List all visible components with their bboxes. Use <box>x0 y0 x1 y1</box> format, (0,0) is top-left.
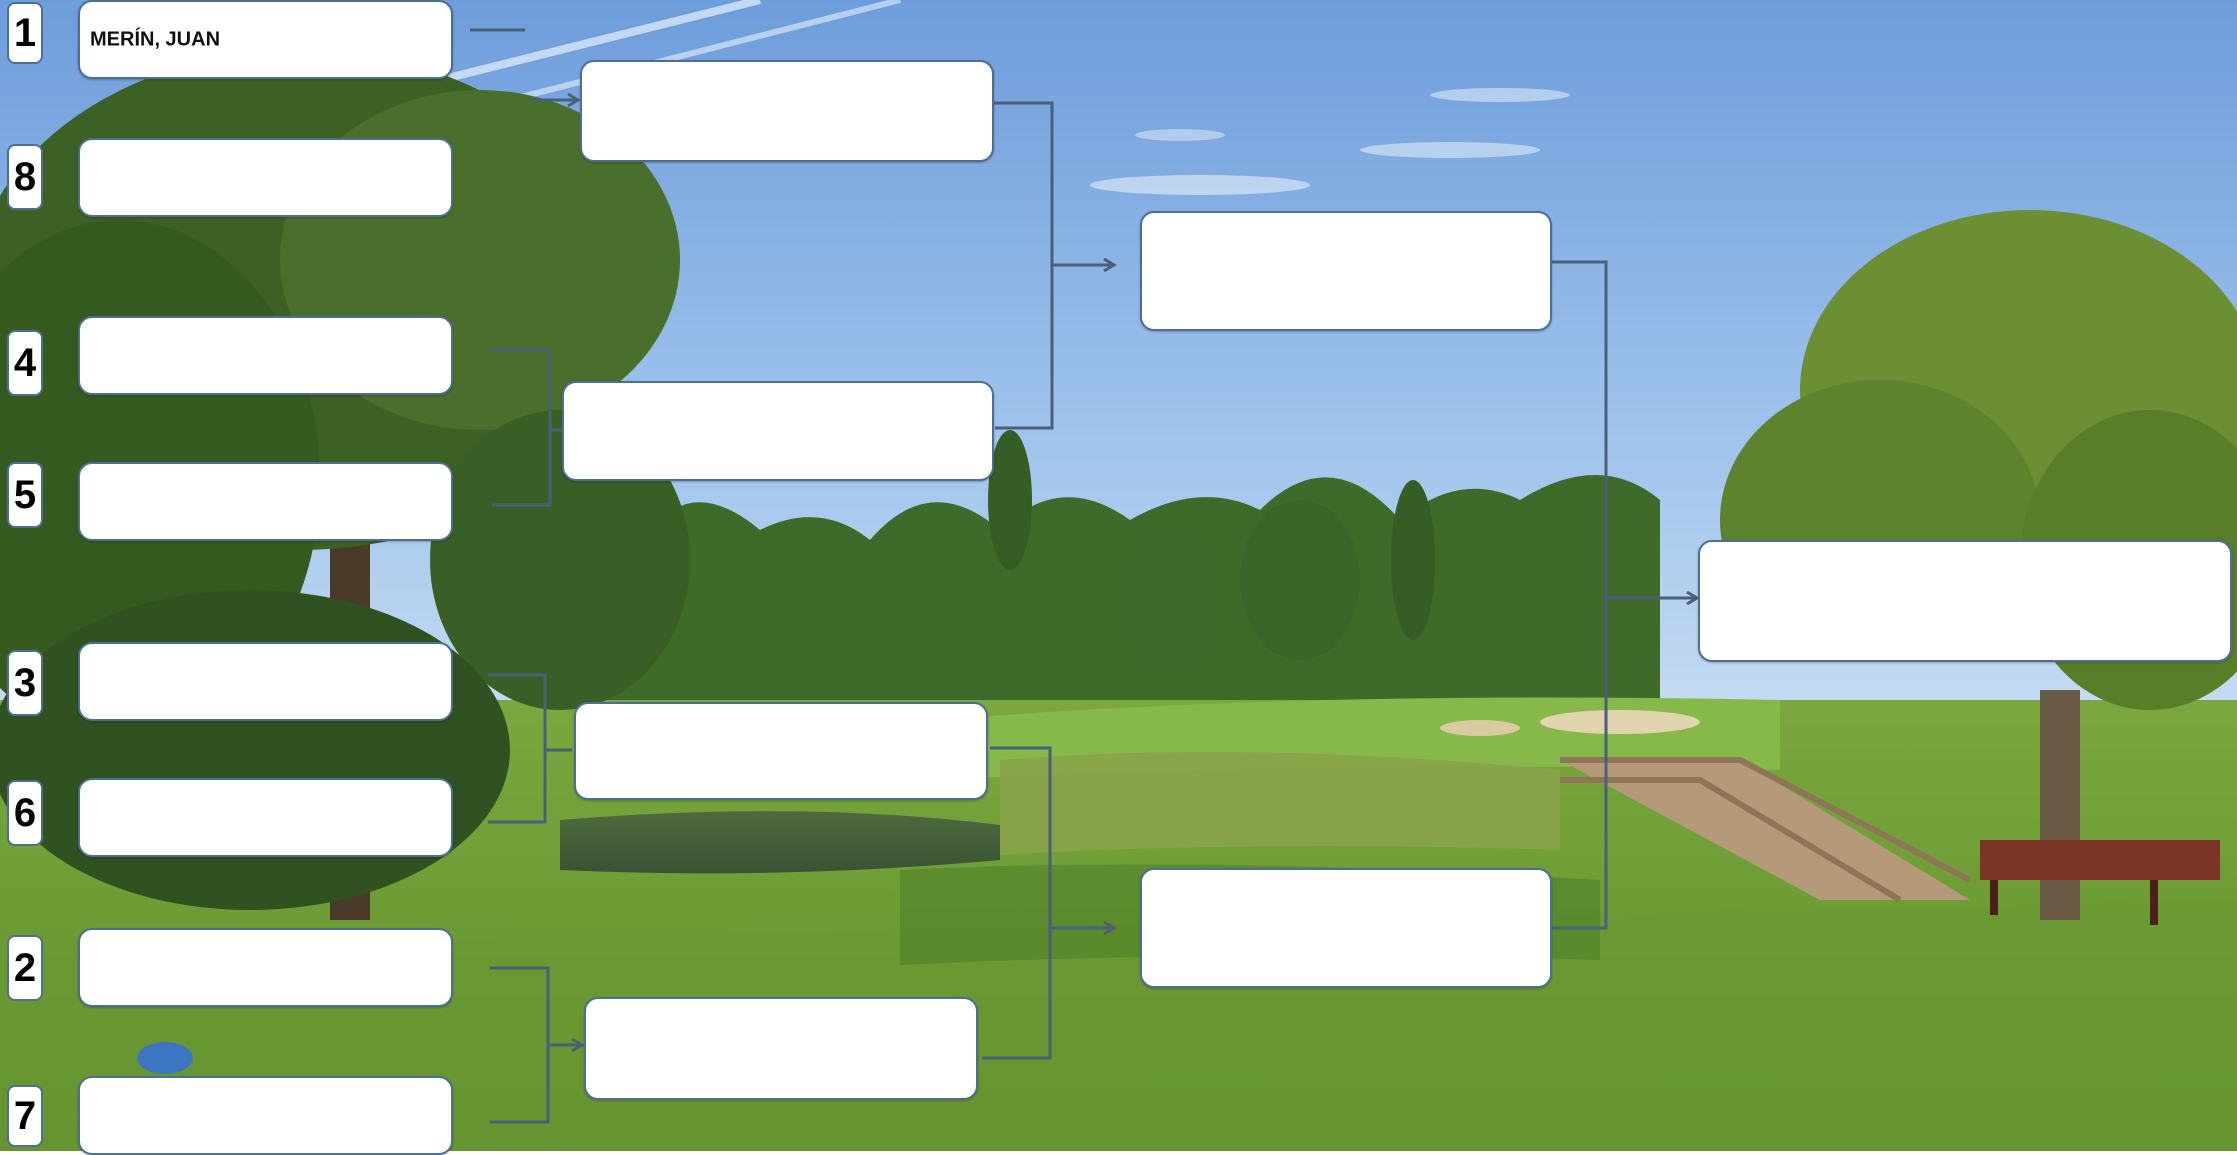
round1-slot-seed-5[interactable] <box>78 462 453 541</box>
quarterfinal-slot-3[interactable] <box>574 702 988 800</box>
seed-badge-2: 2 <box>7 935 43 1001</box>
player-name: MERÍN, JUAN <box>90 28 221 50</box>
seed-badge-1: 1 <box>7 2 43 64</box>
round1-slot-seed-1[interactable]: MERÍN, JUAN <box>78 0 453 79</box>
seed-badge-8: 8 <box>7 144 43 210</box>
seed-badge-6: 6 <box>7 780 43 846</box>
seed-badge-7: 7 <box>7 1085 43 1147</box>
quarterfinal-slot-4[interactable] <box>584 997 978 1100</box>
round1-slot-seed-4[interactable] <box>78 316 453 395</box>
round1-slot-seed-8[interactable] <box>78 138 453 217</box>
seed-badge-5: 5 <box>7 462 43 528</box>
round1-slot-seed-6[interactable] <box>78 778 453 857</box>
semifinal-slot-1[interactable] <box>1140 211 1552 331</box>
round1-slot-seed-7[interactable] <box>78 1076 453 1155</box>
final-slot[interactable] <box>1698 540 2232 662</box>
quarterfinal-slot-1[interactable] <box>580 60 994 162</box>
quarterfinal-slot-2[interactable] <box>562 381 994 481</box>
seed-badge-3: 3 <box>7 650 43 716</box>
semifinal-slot-2[interactable] <box>1140 868 1552 988</box>
round1-slot-seed-2[interactable] <box>78 928 453 1007</box>
seed-badge-4: 4 <box>7 330 43 396</box>
round1-slot-seed-3[interactable] <box>78 642 453 721</box>
